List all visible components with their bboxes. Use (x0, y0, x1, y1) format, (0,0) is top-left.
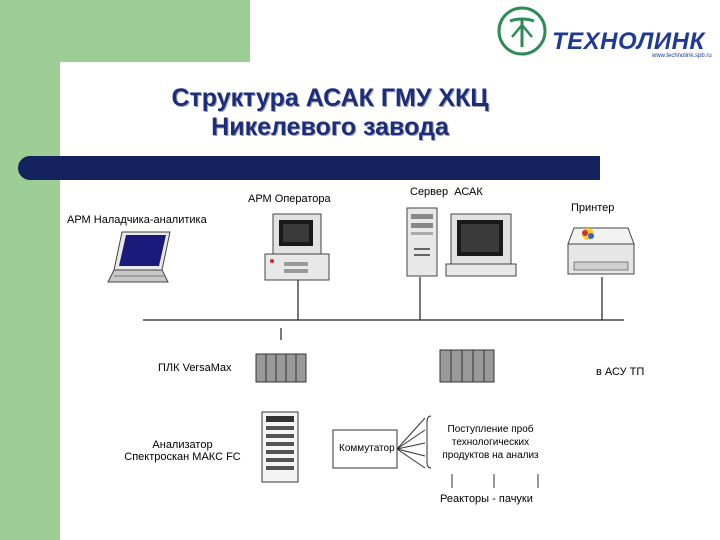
white-rounded-corner (60, 62, 150, 152)
arm-adjuster-label: АРМ Наладчика-аналитика (67, 214, 207, 226)
logo-name: ТЕХНОЛИНК (552, 28, 705, 55)
plc-label: ПЛК VersaMax (158, 362, 232, 374)
samples-label-line-2: технологических (451, 437, 530, 448)
analyzer-cabinet-icon (261, 411, 299, 483)
reactors-label: Реакторы - пачуки (440, 493, 533, 505)
switch-box (332, 429, 398, 469)
switch-label: Коммутатор (339, 443, 395, 454)
arm-operator-label: АРМ Оператора (248, 193, 331, 205)
samples-label-line-3: продуктов на анализ (442, 450, 539, 461)
asu-tp-label: в АСУ ТП (596, 366, 645, 378)
printer-icon (567, 227, 635, 275)
printer-label: Принтер (571, 202, 615, 214)
samples-label-line-1: Поступление проб (447, 424, 534, 435)
samples-label: Поступление проб технологических продукт… (428, 423, 553, 462)
page-title: Структура АСАК ГМУ ХКЦ Никелевого завода (140, 84, 520, 142)
plc-versamax-icon (255, 353, 307, 383)
logo-url: www.technolink.spb.ru (652, 53, 712, 59)
analyzer-label: Анализатор Спектроскан МАКС FC (105, 439, 260, 463)
gateway-plc-icon (439, 349, 495, 383)
laptop-icon (107, 231, 171, 283)
server-icon (406, 207, 517, 277)
green-left-band (0, 0, 60, 540)
technolink-logo-icon (497, 6, 547, 56)
server-label: Сервер АСАК (410, 186, 483, 198)
analyzer-label-line-2: Спектроскан МАКС FC (124, 451, 241, 463)
analyzer-label-line-1: Анализатор (152, 439, 213, 451)
operator-computer-icon (264, 213, 330, 281)
title-line-2: Никелевого завода (211, 113, 449, 141)
sample-feed-arrows (396, 415, 432, 469)
navy-divider-bar (18, 156, 600, 180)
title-line-1: Структура АСАК ГМУ ХКЦ (171, 84, 489, 112)
